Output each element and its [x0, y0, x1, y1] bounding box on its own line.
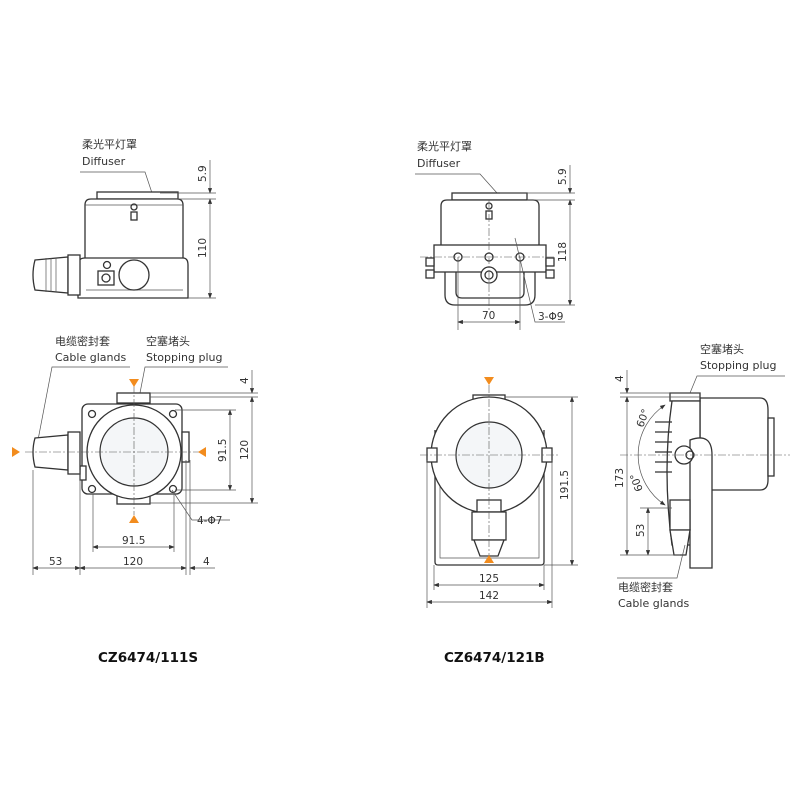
cable-gland — [32, 431, 81, 475]
dim-holes: 3-Φ9 — [538, 311, 563, 323]
marker-top — [484, 377, 494, 385]
dim-hole-vertical: 91.5 — [217, 439, 229, 462]
dim-height: 120 — [239, 440, 251, 460]
dim-gland: 53 — [49, 556, 62, 568]
ground-terminal — [97, 270, 115, 286]
marker-right — [198, 447, 206, 457]
diffuser-label-en: Diffuser — [82, 155, 126, 168]
dim-diffuser: 5.9 — [197, 165, 209, 182]
dim-height: 173 — [614, 468, 626, 488]
stopping-plug-label-en: Stopping plug — [146, 351, 223, 364]
cable-glands-label-en: Cable glands — [618, 597, 689, 610]
lamp-body — [440, 199, 540, 245]
model2-title: CZ6474/121B — [444, 650, 545, 666]
angle-up: 60° — [635, 407, 653, 429]
diffuser-label-en: Diffuser — [417, 157, 461, 170]
dim-diffuser: 5.9 — [557, 168, 569, 185]
model1-title: CZ6474/111S — [98, 650, 198, 666]
dim-inner-width: 125 — [479, 573, 499, 585]
stopping-plug-label-en: Stopping plug — [700, 359, 777, 372]
cable-gland — [32, 254, 81, 296]
dim-top: 4 — [239, 377, 251, 384]
angle-down: 60° — [628, 471, 646, 493]
cable-glands-label-en: Cable glands — [55, 351, 126, 364]
marker-top — [129, 379, 139, 387]
cable-glands-label-cn: 电缆密封套 — [55, 334, 110, 348]
dim-hole-horizontal: 91.5 — [122, 535, 145, 547]
housing — [699, 397, 769, 491]
stopping-plug-label-cn: 空塞堵头 — [700, 342, 744, 356]
bracket — [444, 272, 536, 306]
cable-gland — [669, 499, 691, 556]
mounting-bracket — [434, 430, 545, 566]
model1-top-view: 柔光平灯罩 Diffuser 5.9 110 — [32, 137, 216, 299]
dim-outer-width: 142 — [479, 590, 499, 602]
dim-hole-spacing: 70 — [482, 310, 495, 322]
marker-bottom — [484, 555, 494, 563]
mounting-bracket — [689, 437, 713, 569]
cable-glands-label-cn: 电缆密封套 — [618, 580, 673, 594]
dim-height: 110 — [197, 238, 209, 258]
dim-side: 4 — [203, 556, 210, 568]
dim-width: 120 — [123, 556, 143, 568]
dim-height: 191.5 — [559, 470, 571, 500]
model2-front-view: 191.5 125 142 — [420, 377, 578, 608]
diffuser-label-cn: 柔光平灯罩 — [82, 137, 137, 151]
stopping-plug — [118, 259, 150, 291]
model2-side-view: 空塞堵头 Stopping plug 60° 60° 4 173 53 — [614, 342, 790, 610]
dim-height: 118 — [557, 242, 569, 262]
marker-left — [12, 447, 20, 457]
model2-top-view: 柔光平灯罩 Diffuser 5.9 118 70 3-Φ9 — [415, 139, 575, 330]
dim-holes: 4-Φ7 — [197, 515, 222, 527]
marker-bottom — [129, 515, 139, 523]
model1-front-view: 电缆密封套 Cable glands 空塞堵头 Stopping plug — [12, 334, 258, 575]
stopping-plug-label-cn: 空塞堵头 — [146, 334, 190, 348]
dim-top: 4 — [614, 375, 626, 382]
diffuser — [451, 192, 528, 201]
diffuser-label-cn: 柔光平灯罩 — [417, 139, 472, 153]
lamp-body — [84, 198, 184, 265]
dim-gland: 53 — [635, 524, 647, 537]
